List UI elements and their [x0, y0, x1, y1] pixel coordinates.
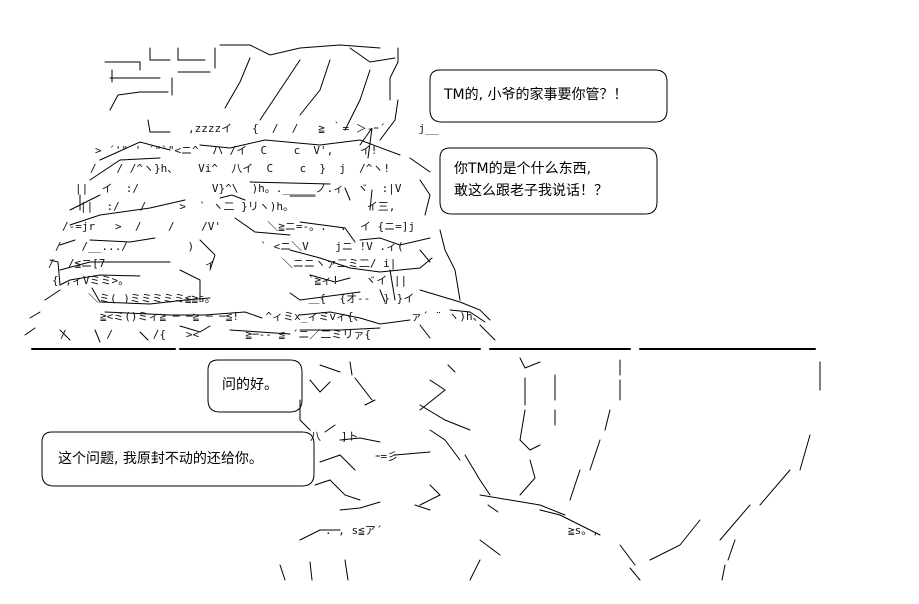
- aa-fragment-lower1: 八 ]ト: [310, 430, 359, 443]
- aa-fragment-neck: || :/ / > ` ヽ二 }リヽ)h。 イ三,: [80, 200, 396, 213]
- aa-fragment-body6: / / /{ >< ≧─-- ≦ ´ニ／二ミリァ{: [60, 328, 372, 341]
- speech-text: 问的好。: [222, 377, 278, 393]
- aa-fragment-body3: { ,ィVミミ>。 `≧ィ! ヾイ ||: [52, 274, 408, 287]
- speech-text: TM的, 小爷的家事要你管？！: [444, 87, 628, 103]
- aa-fragment-body4: ＼ミ( )ミミミミミ≦≧s。 ＿{ {オ-- } }イ: [88, 292, 415, 305]
- speech-text-line-1: 你TM的是个什么东西,: [454, 161, 592, 177]
- aa-fragment-face: ,zzzzイ { / / ≧ ｀= ＞-ｰ´ j__: [188, 122, 439, 135]
- aa-fragment-mouth: / / /^ヽ}h、 Vi^ 八イ C c } j /^ヽ!: [90, 162, 391, 175]
- aa-fragment-lower4: ≧s。,: [568, 524, 599, 537]
- speech-bubble-top-right-2: 你TM的是个什么东西, 敢这么跟老子我说话！？: [454, 158, 608, 202]
- speech-text-line-2: 敢这么跟老子我说话！？: [454, 183, 608, 199]
- speech-text: 这个问题, 我原封不动的还给你。: [58, 451, 263, 467]
- aa-fragment-lower2: ｰ=彡: [375, 450, 399, 463]
- aa-fragment-chin: || イ :/ V}^\ )h。._____ノ.ィ ヾ :|V: [75, 182, 402, 195]
- speech-bubble-bottom-mid: 问的好。: [222, 374, 278, 396]
- aa-fragment-body1: / /__.../ ) ` <ニ＼V jニ !V .ィ(: [55, 240, 404, 253]
- speech-bubble-bottom-left: 这个问题, 我原封不动的还给你。: [58, 448, 263, 470]
- aa-fragment-chest: /-=jr > / / /V' ＼≧ニ=-。. . イ {ニ=]j: [62, 220, 416, 233]
- aa-fragment-lower3: . , s≦ア´: [325, 524, 383, 537]
- aa-fragment-eyes: > ´'" ' ´"`"<ニ^ ハ /イ C c V', イ!: [95, 144, 378, 157]
- speech-bubble-top-right-1: TM的, 小爷的家事要你管？！: [444, 84, 628, 106]
- aa-fragment-body5: ≧<ミ()ミィ≧ ─ ─≧ ─ ─≦! ^ィミx_ィミvィ{、 ァ´ ¨ ヽ)h…: [100, 310, 484, 323]
- aa-fragment-body2: / /≦ニ[7 ィ ＼ニニヽァ二ミ二/ i|: [48, 257, 397, 270]
